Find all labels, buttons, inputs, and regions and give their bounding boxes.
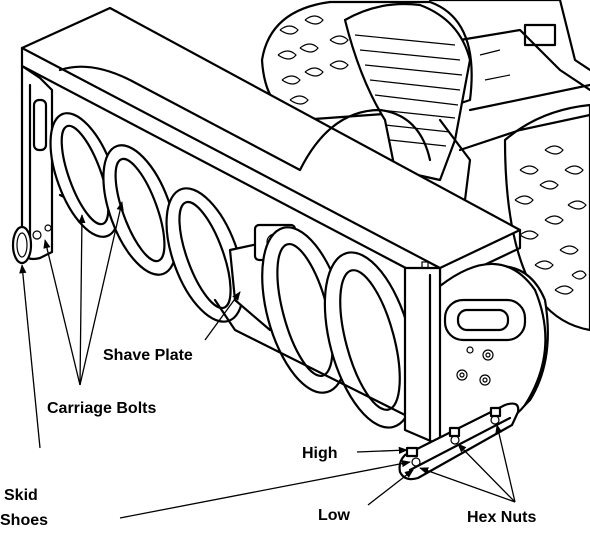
leader-lines bbox=[19, 201, 516, 519]
auger-housing bbox=[20, 6, 522, 288]
label-hex-nuts: Hex Nuts bbox=[467, 509, 536, 526]
right-side-panel bbox=[403, 261, 549, 447]
discharge-chute bbox=[343, 2, 472, 202]
label-skid-shoes-line1: Skid bbox=[4, 487, 38, 504]
rear-tire-right bbox=[503, 103, 590, 332]
skid-shoe-left bbox=[11, 225, 33, 265]
label-carriage-bolts: Carriage Bolts bbox=[47, 400, 156, 417]
label-high: High bbox=[302, 445, 338, 462]
auger-spirals bbox=[49, 112, 422, 429]
label-skid-shoes-line2: Shoes bbox=[0, 512, 48, 529]
tractor-frame bbox=[428, 0, 590, 152]
label-shave-plate: Shave Plate bbox=[103, 347, 193, 364]
label-low: Low bbox=[318, 507, 351, 524]
